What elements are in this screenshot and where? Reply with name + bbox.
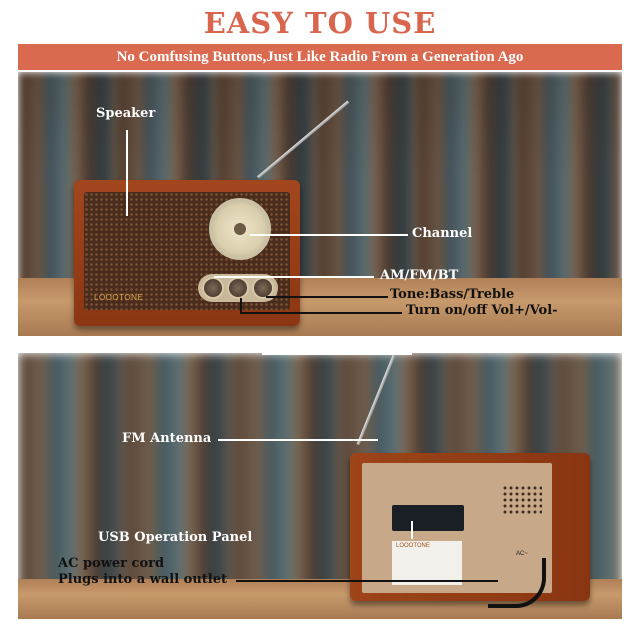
radio-back: LOOOTONE AC~ [350,453,590,601]
channel-leader-line [250,234,408,236]
power-leader-line [240,312,402,314]
callout-channel: Channel [412,226,473,241]
radio-front: LOOOTONE [74,180,300,326]
callout-wall-outlet: Plugs into a wall outlet [58,572,227,587]
subtitle-banner: No Comfusing Buttons,Just Like Radio Fro… [18,44,622,70]
tone-knob [227,277,249,299]
back-view-panel: LOOOTONE AC~ FM Antenna USB Operation Pa… [18,353,622,619]
mode-knob [202,277,224,299]
usb-leader-vertical [411,521,413,539]
callout-fm-antenna: FM Antenna [122,431,212,446]
callout-speaker: Speaker [96,106,156,121]
usb-panel-icon [392,505,464,531]
knob-panel [198,274,278,302]
back-brand-logo: LOOOTONE [396,543,430,549]
callout-am-fm-bt: AM/FM/BT [380,268,459,283]
ac-label: AC~ [516,551,528,557]
callout-tone: Tone:Bass/Treble [390,287,515,302]
speaker-leader-line [126,130,128,216]
tone-leader-line [266,296,388,298]
vent-holes [502,485,542,515]
page-title: EASY TO USE [203,6,437,40]
am-fm-bt-leader-line [214,276,374,278]
callout-power-volume: Turn on/off Vol+/Vol- [406,303,558,318]
ac-cord-leader-line [236,580,498,582]
power-leader-vertical [240,298,242,312]
spec-label [392,541,462,585]
volume-knob [252,277,274,299]
front-view-panel: LOOOTONE Speaker Channel AM/FM/BT Tone:B… [18,72,622,336]
fm-antenna-leader-line [218,439,378,441]
power-cord-icon [488,558,546,608]
usb-leader-line [262,353,412,355]
callout-ac-cord: AC power cord [58,556,165,571]
brand-logo: LOOOTONE [94,293,144,302]
callout-usb-panel: USB Operation Panel [98,530,253,545]
tuning-dial [209,198,271,260]
